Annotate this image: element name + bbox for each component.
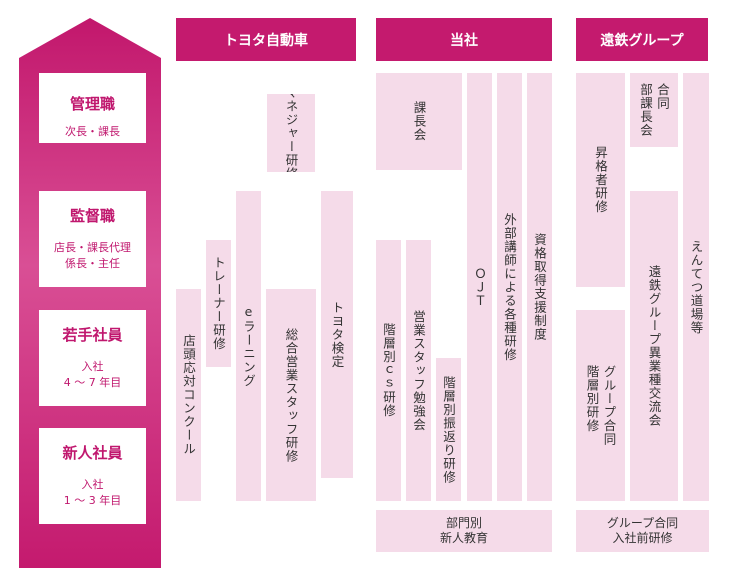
program-label-part: ｃｓ研修 xyxy=(381,363,396,418)
program-label: ＯＪＴ xyxy=(472,266,487,308)
level-sub: 係長・主任 xyxy=(65,257,120,270)
program-label-line: 階層別研修 xyxy=(584,365,600,433)
program-label: 総合営業スタッフ研修 xyxy=(283,327,299,463)
program-label-part: 階層別 xyxy=(381,323,396,364)
program-label: 階層別ｃｓ研修 xyxy=(381,323,396,418)
program-label-line: 部門別 xyxy=(445,516,482,530)
program-label-line: 部課長会 xyxy=(638,83,653,137)
level-sub: 入社 xyxy=(81,360,104,373)
program-kaiso: グループ合同 階層別研修 xyxy=(576,310,625,501)
program-label-line: 入社前研修 xyxy=(612,531,673,545)
program-ikyoshu: 遠鉄グループ異業種交流会 xyxy=(630,191,678,501)
program-sogo: 総合営業スタッフ研修 xyxy=(266,289,316,501)
level-title: 新人社員 xyxy=(62,444,123,462)
program-shokaku: 昇格者研修 xyxy=(576,73,625,287)
program-label: eラーニング xyxy=(241,304,256,388)
program-label: 課長会 xyxy=(411,101,427,142)
program-kacho: 課長会 xyxy=(376,73,462,170)
level-sub: 4 ～ 7 年目 xyxy=(63,376,122,389)
level-sub: 入社 xyxy=(81,478,104,491)
level-supervisor: 監督職 店長・課長代理 係長・主任 xyxy=(39,191,146,287)
program-label: 階層別振返り研修 xyxy=(441,375,456,484)
program-elearning: eラーニング xyxy=(236,191,261,501)
program-cs: 階層別ｃｓ研修 xyxy=(376,240,401,501)
program-trainer: トレーナー研修 xyxy=(206,240,231,367)
level-young: 若手社員 入社 4 ～ 7 年目 xyxy=(39,310,146,406)
program-label: マネジャー研修 xyxy=(283,94,299,172)
program-label-line: グループ合同 xyxy=(606,516,679,530)
program-label: 遠鉄グループ異業種交流会 xyxy=(646,265,662,427)
level-sub: 1 ～ 3 年目 xyxy=(63,494,122,507)
program-label: トヨタ検定 xyxy=(329,300,345,369)
program-label: 店頭応対コンクール xyxy=(181,334,196,456)
level-title: 管理職 xyxy=(69,95,115,113)
program-label: 昇格者研修 xyxy=(593,146,608,214)
level-manager: 管理職 次長・課長 xyxy=(39,73,146,143)
program-label: 合同 部課長会 xyxy=(638,83,670,137)
program-gaibu: 外部講師による各種研修 xyxy=(497,73,522,501)
program-label: 外部講師による各種研修 xyxy=(502,212,517,362)
level-title: 若手社員 xyxy=(62,326,123,344)
program-label: グループ合同 階層別研修 xyxy=(585,365,617,446)
program-label: 資格取得支援制度 xyxy=(532,233,547,341)
header-toyota: トヨタ自動車 xyxy=(176,18,356,61)
level-title: 監督職 xyxy=(69,207,115,225)
program-shikaku: 資格取得支援制度 xyxy=(527,73,552,501)
program-kengyo: 店頭応対コンクール xyxy=(176,289,201,501)
program-furikaeri: 階層別振返り研修 xyxy=(436,358,461,501)
program-entetsudojo: えんてつ道場等 xyxy=(683,73,709,501)
program-label: えんてつ道場等 xyxy=(688,239,704,335)
header-entetsu: 遠鉄グループ xyxy=(576,18,708,61)
program-label-line: 合同 xyxy=(655,83,670,110)
program-nyusha: グループ合同 入社前研修 xyxy=(576,510,709,552)
header-tousha: 当社 xyxy=(376,18,552,61)
level-sub: 店長・課長代理 xyxy=(54,241,131,254)
level-new: 新人社員 入社 1 ～ 3 年目 xyxy=(39,428,146,524)
program-label-line: 新人教育 xyxy=(439,531,488,545)
program-label-line: グループ合同 xyxy=(601,365,617,446)
program-kentei: トヨタ検定 xyxy=(321,191,353,478)
program-godo: 合同 部課長会 xyxy=(630,73,678,147)
program-manager: マネジャー研修 xyxy=(267,94,315,172)
program-label: 営業スタッフ勉強会 xyxy=(411,309,426,432)
level-sub: 次長・課長 xyxy=(65,125,120,138)
program-label: トレーナー研修 xyxy=(211,256,226,351)
program-shinjin: 部門別 新人教育 xyxy=(376,510,552,552)
program-eigyo: 営業スタッフ勉強会 xyxy=(406,240,431,501)
program-ojt: ＯＪＴ xyxy=(467,73,492,501)
